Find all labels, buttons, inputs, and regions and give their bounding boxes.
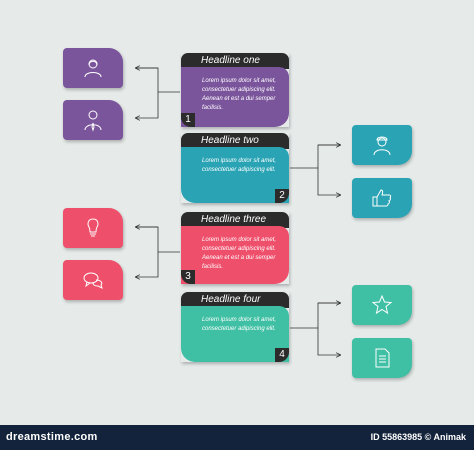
step-number-3: 3 <box>181 270 195 284</box>
businessman-avatar-icon <box>84 110 102 132</box>
step-card-1: Headline one Lorem ipsum dolor sit amet,… <box>181 53 289 127</box>
step-text-4: Lorem ipsum dolor sit amet, consectetuer… <box>202 317 277 332</box>
image-id-credit: ID 55863985 © Animak <box>370 432 466 442</box>
worker-avatar-icon <box>373 136 391 156</box>
document-icon <box>375 348 390 368</box>
thumbs-up-icon <box>372 189 392 207</box>
tile-document <box>352 338 412 378</box>
connector-step1 <box>136 67 180 118</box>
step-headline-2: Headline two <box>181 133 289 149</box>
connector-step2 <box>290 144 340 195</box>
woman-avatar-icon <box>84 59 102 78</box>
step-body-3: Lorem ipsum dolor sit amet, consectetuer… <box>181 226 289 284</box>
tile-lightbulb <box>63 208 123 248</box>
step-number-4: 4 <box>275 348 289 362</box>
step-number-1: 1 <box>181 113 195 127</box>
tile-businessman <box>63 100 123 140</box>
tile-thumbs-up <box>352 178 412 218</box>
dreamstime-logo: dreamstime.com <box>6 431 98 443</box>
tile-chat <box>63 260 123 300</box>
step-headline-3: Headline three <box>181 212 289 228</box>
step-text-2: Lorem ipsum dolor sit amet, consectetuer… <box>202 158 277 173</box>
step-headline-1: Headline one <box>181 53 289 69</box>
connector-step4 <box>290 302 340 355</box>
step-body-2: Lorem ipsum dolor sit amet, consectetuer… <box>181 147 289 203</box>
step-text-3: Lorem ipsum dolor sit amet, consectetuer… <box>202 237 277 270</box>
step-text-1: Lorem ipsum dolor sit amet, consectetuer… <box>202 78 277 111</box>
step-number-2: 2 <box>275 189 289 203</box>
star-icon <box>371 294 393 315</box>
footer-bar: dreamstime.com ID 55863985 © Animak <box>0 425 474 450</box>
connector-lines <box>0 0 474 425</box>
step-card-3: Headline three Lorem ipsum dolor sit ame… <box>181 212 289 284</box>
tile-woman <box>63 48 123 88</box>
diagram-canvas: Headline one Lorem ipsum dolor sit amet,… <box>0 0 474 425</box>
tile-star <box>352 285 412 325</box>
chat-bubbles-icon <box>83 272 103 289</box>
step-body-4: Lorem ipsum dolor sit amet, consectetuer… <box>181 306 289 362</box>
step-headline-4: Headline four <box>181 292 289 308</box>
step-card-4: Headline four Lorem ipsum dolor sit amet… <box>181 292 289 362</box>
tile-worker <box>352 125 412 165</box>
step-card-2: Headline two Lorem ipsum dolor sit amet,… <box>181 133 289 203</box>
connector-step3 <box>136 226 180 277</box>
step-body-1: Lorem ipsum dolor sit amet, consectetuer… <box>181 67 289 127</box>
lightbulb-icon <box>87 218 99 237</box>
